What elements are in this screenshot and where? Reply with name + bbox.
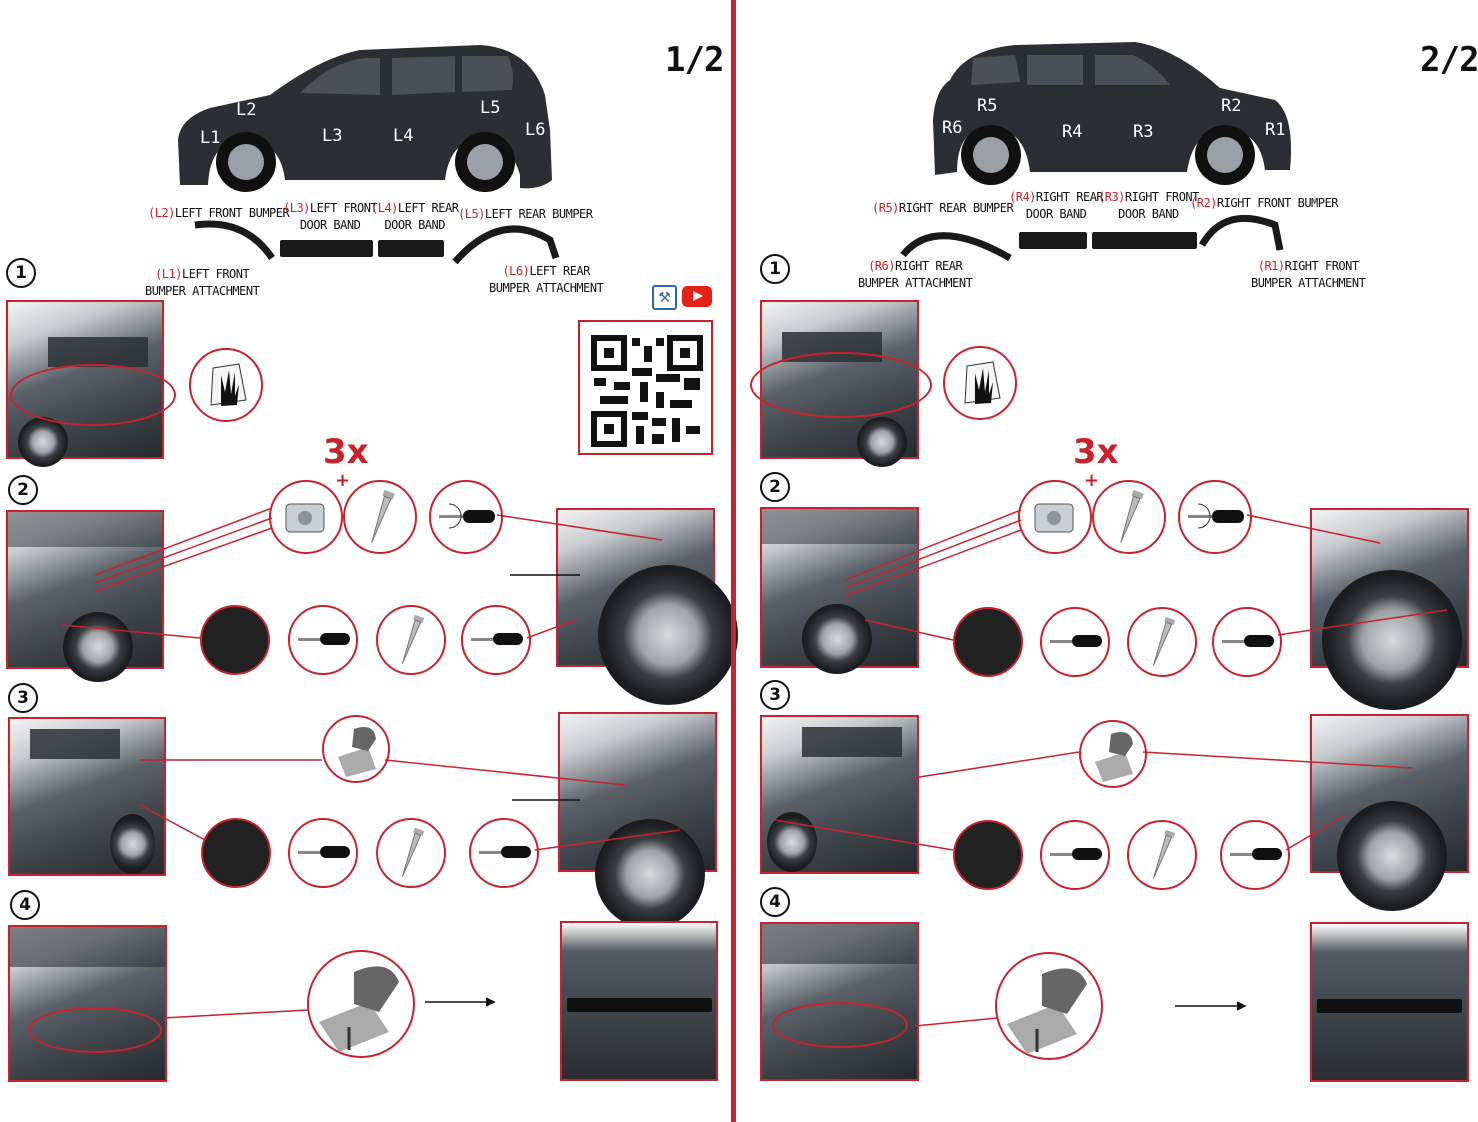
clip-nut-icon: [1018, 480, 1092, 554]
door-band-part: [280, 240, 373, 257]
tape-icon: [307, 950, 415, 1058]
door-band-part: [1019, 232, 1087, 249]
page-number: 1/2: [665, 40, 724, 80]
car-label: L4: [393, 126, 414, 146]
clip-hole-photo: [201, 818, 271, 888]
page-number: 2/2: [1420, 40, 1478, 80]
screw-icon: [1127, 820, 1197, 890]
car-side-view-right: [900, 42, 1291, 262]
screwdriver-icon: [1040, 607, 1110, 677]
step4-result-photo: [560, 921, 718, 1081]
car-label: R6: [942, 118, 963, 138]
part-label: (R5)RIGHT REAR BUMPER: [872, 201, 1014, 215]
hand-wipe-icon: [189, 348, 263, 422]
arrow-right-icon: [425, 574, 580, 1007]
screw-icon: [1127, 607, 1197, 677]
clip-hole-photo: [200, 605, 270, 675]
step-number: 3: [760, 680, 790, 710]
screwdriver-icon: [429, 480, 503, 554]
arrow-right-icon: [1175, 1001, 1247, 1011]
tools-icon[interactable]: ⚒: [652, 285, 677, 310]
quantity-multiplier: 3x: [1073, 432, 1119, 472]
step1-photo: [6, 300, 176, 467]
car-label: R1: [1265, 120, 1286, 140]
car-label: L1: [200, 128, 221, 148]
youtube-icon[interactable]: [682, 286, 712, 307]
screwdriver-icon: [461, 605, 531, 675]
car-label: R4: [1062, 122, 1083, 142]
step-number: 4: [10, 890, 40, 920]
car-label: R3: [1133, 122, 1154, 142]
qr-code-icon[interactable]: [578, 320, 713, 455]
tape-icon: [995, 952, 1103, 1060]
tape-icon: [322, 715, 390, 783]
step2-result-photo: [556, 508, 738, 705]
car-label: L6: [525, 120, 546, 140]
step4-photo: [8, 925, 167, 1082]
clip-hole-photo: [953, 820, 1023, 890]
step-number: 3: [8, 683, 38, 713]
step2-photo: [6, 510, 164, 682]
plus-sign: +: [335, 470, 351, 491]
step-number: 1: [6, 258, 36, 288]
step4-result-photo: [1310, 922, 1469, 1082]
screwdriver-icon: [1178, 480, 1252, 554]
part-label: (L5)LEFT REAR BUMPER: [458, 207, 593, 221]
screwdriver-icon: [288, 605, 358, 675]
tape-icon: [1079, 720, 1147, 788]
car-label: R2: [1221, 96, 1242, 116]
hand-wipe-icon: [943, 346, 1017, 420]
step3-photo: [8, 717, 166, 876]
step-number: 2: [760, 472, 790, 502]
screwdriver-icon: [1220, 820, 1290, 890]
door-band-part: [378, 240, 444, 257]
car-label: L5: [480, 98, 501, 118]
step-number: 4: [760, 887, 790, 917]
car-label: L2: [236, 100, 257, 120]
step-number: 1: [760, 254, 790, 284]
screw-icon: [1092, 480, 1166, 554]
plus-sign: +: [1084, 470, 1100, 491]
step2-result-photo: [1310, 508, 1469, 710]
step4-photo: [760, 922, 919, 1081]
connector-lines: [774, 509, 1448, 1027]
screw-icon: [343, 480, 417, 554]
step1-photo: [750, 300, 932, 467]
screwdriver-icon: [1212, 607, 1282, 677]
step3-photo: [760, 715, 919, 874]
screw-icon: [376, 818, 446, 888]
car-side-view-left: [178, 45, 560, 265]
screw-icon: [376, 605, 446, 675]
step3-result-photo: [558, 712, 717, 929]
screwdriver-icon: [1040, 820, 1110, 890]
part-label: (L2)LEFT FRONT BUMPER: [148, 206, 290, 220]
connector-lines: [61, 507, 681, 1019]
step-number: 2: [8, 475, 38, 505]
part-label: (R2)RIGHT FRONT BUMPER: [1190, 196, 1338, 210]
page-2: 2/2 R5 R6 R4 R3 R2 R1 (R5)RIGHT REAR BUM…: [735, 0, 1478, 1122]
quantity-multiplier: 3x: [323, 432, 369, 472]
page-1: 1/2 L2 L1 L3 L4 L5 L6 (L2)LEFT FRONT BUM…: [0, 0, 738, 1122]
screwdriver-icon: [469, 818, 539, 888]
page-divider: [731, 0, 736, 1122]
door-band-part: [1092, 232, 1197, 249]
car-label: L3: [322, 126, 343, 146]
screwdriver-icon: [288, 818, 358, 888]
clip-nut-icon: [269, 480, 343, 554]
car-label: R5: [977, 96, 998, 116]
step2-photo: [760, 507, 919, 674]
step3-result-photo: [1310, 714, 1469, 911]
clip-hole-photo: [953, 607, 1023, 677]
